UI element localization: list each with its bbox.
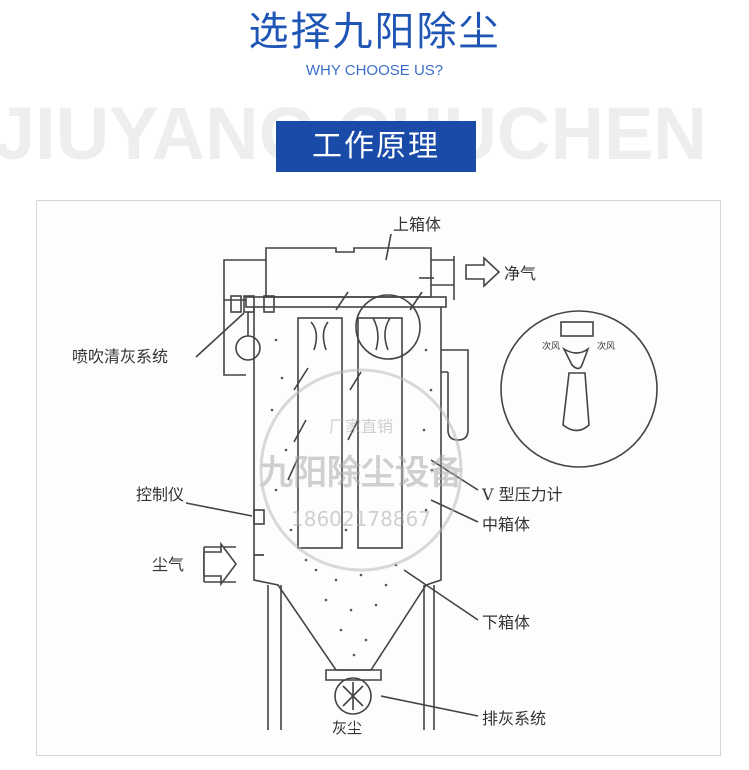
leader-ash-system	[381, 696, 478, 716]
page-subtitle: WHY CHOOSE US?	[0, 62, 749, 79]
flow-arrow-6	[350, 372, 361, 390]
hopper-shape	[254, 555, 441, 670]
label-secondary-air-right: 次风	[597, 340, 615, 352]
air-tank	[236, 336, 260, 360]
label-middle-box: 中箱体	[482, 515, 530, 534]
label-upper-box: 上箱体	[393, 215, 441, 234]
detail-nozzle-block	[561, 322, 593, 336]
dust-collector-diagram: 上箱体 净气 喷吹清灰系统 控制仪 尘气 V 型压力计 中箱体 下箱体 排灰系统…	[36, 200, 719, 754]
upper-box-shape	[266, 248, 431, 297]
dust-gas-arrow	[204, 544, 236, 584]
detail-circle-large	[501, 311, 657, 467]
leader-upper-box	[386, 234, 391, 260]
pulse-valve-3	[264, 296, 274, 312]
label-dust-gas: 尘气	[152, 555, 184, 574]
label-dust: 灰尘	[332, 719, 362, 737]
label-pulse-system: 喷吹清灰系统	[72, 347, 168, 366]
detail-venturi	[564, 349, 588, 369]
stamp-line-1: 厂家直销	[329, 417, 393, 436]
label-v-gauge: V 型压力计	[481, 485, 563, 504]
v-gauge-pipes	[441, 350, 468, 372]
section-title-box: 工作原理	[276, 121, 476, 172]
ash-valve-cross	[343, 682, 363, 710]
label-secondary-air-left: 次风	[542, 340, 560, 352]
flow-arrow-2	[294, 420, 306, 442]
stamp-watermark: 厂家直销 九阳除尘设备 18602178867	[259, 370, 464, 570]
pipe-upper-left	[224, 260, 266, 300]
label-lower-box: 下箱体	[482, 613, 530, 632]
stamp-line-2: 九阳除尘设备	[259, 453, 464, 493]
detail-bag	[563, 373, 589, 431]
page-title: 选择九阳除尘	[0, 6, 749, 58]
stamp-line-3: 18602178867	[291, 507, 431, 531]
label-controller: 控制仪	[136, 485, 184, 504]
venturi-right	[373, 318, 390, 350]
label-clean-gas: 净气	[504, 264, 536, 283]
label-ash-system: 排灰系统	[482, 709, 546, 728]
venturi-left	[311, 322, 328, 350]
pulse-valve-1	[231, 296, 241, 312]
controller-box	[254, 510, 264, 524]
clean-gas-arrow	[466, 258, 499, 286]
leader-controller	[186, 503, 252, 516]
outlet-duct	[431, 260, 454, 285]
